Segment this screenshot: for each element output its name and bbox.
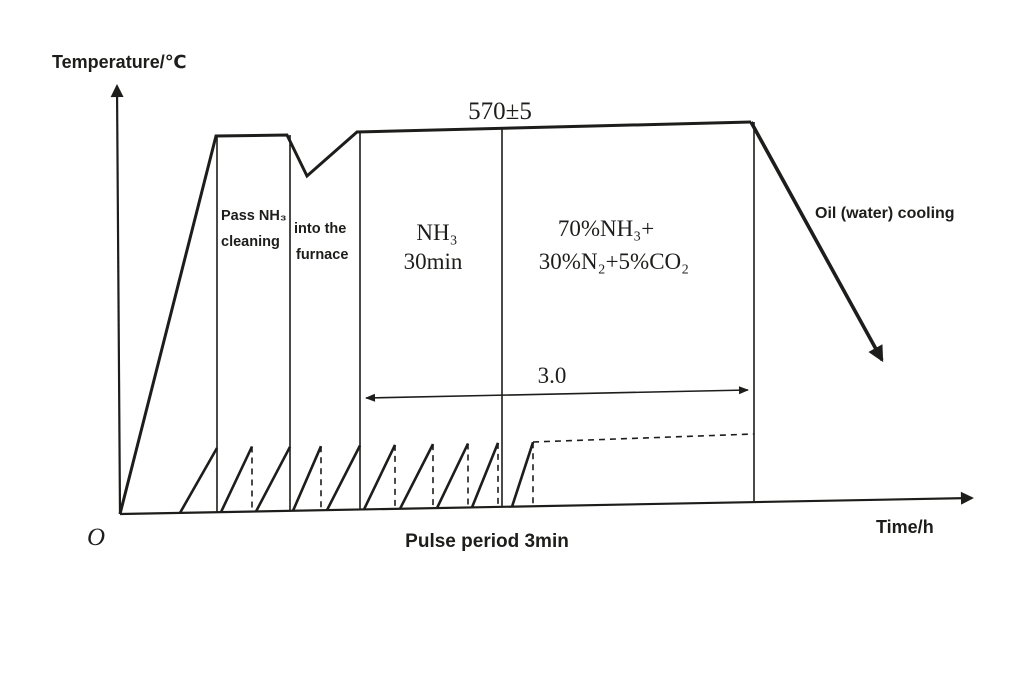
pulse-ramp <box>219 445 254 513</box>
pulse-ramp <box>325 444 362 511</box>
cooling-arrow <box>749 121 884 363</box>
pulse-period-label: Pulse period 3min <box>405 531 569 552</box>
y-axis <box>110 84 124 515</box>
pulse-ramp <box>470 442 500 508</box>
stage3-label-line2: 30min <box>404 249 463 274</box>
stage3-label-line1: NH₃ <box>416 220 457 245</box>
stage4-label-line2: 30%N₂+5%CO₂ <box>539 249 689 274</box>
soak-duration-label: 3.0 <box>538 363 567 388</box>
cooling-label: Oil (water) cooling <box>815 205 955 222</box>
x-axis <box>119 491 974 516</box>
stage2-label-line1: into the <box>294 221 346 237</box>
origin-label: O <box>87 524 105 551</box>
stage2-label-line2: furnace <box>296 247 348 263</box>
duration-dimension-arrow <box>365 386 749 402</box>
pulse-ramp <box>510 441 535 508</box>
pulse-ramp <box>398 443 435 510</box>
pulse-ramp <box>178 447 219 514</box>
pulse-ramp <box>435 442 470 509</box>
x-axis-label: Time/h <box>876 517 934 537</box>
pulse-ramp <box>291 445 323 512</box>
pulse-ramp <box>254 446 292 513</box>
y-axis-label: Temperature/℃ <box>52 52 187 72</box>
pulse-hold-dashed <box>532 433 755 443</box>
pulse-ramp <box>362 444 397 510</box>
temperature-curve <box>118 120 752 515</box>
stage1-label-line2: cleaning <box>221 234 280 250</box>
stage4-label-line1: 70%NH₃+ <box>558 216 654 241</box>
pulse-train <box>178 433 755 514</box>
stage1-label-line1: Pass NH₃ <box>221 208 287 224</box>
peak-temperature-label: 570±5 <box>468 98 532 125</box>
